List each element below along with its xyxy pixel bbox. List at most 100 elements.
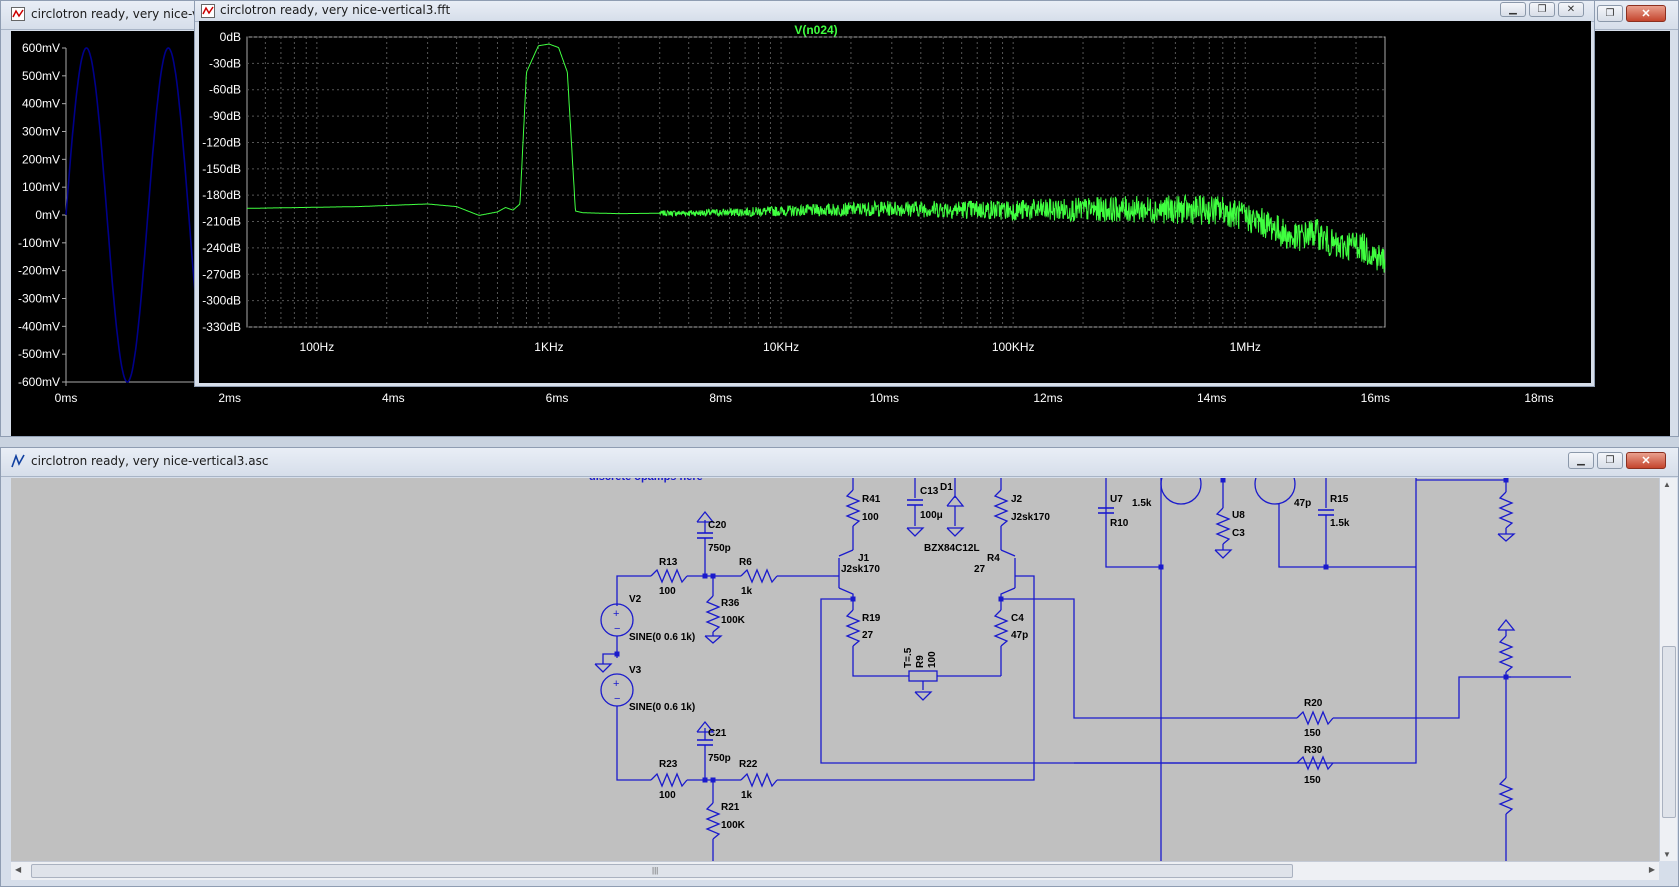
maximize-button[interactable]: ❐ (1597, 5, 1623, 22)
wire (1278, 504, 1416, 568)
close-button[interactable]: ✕ (1626, 5, 1666, 22)
fft-trace (247, 43, 1386, 273)
fft-plot-title: circlotron ready, very nice-vertical3.ff… (220, 3, 451, 17)
horizontal-scrollbar[interactable]: ||| ◀ ▶ (11, 861, 1659, 880)
component-label: U8 (1232, 510, 1245, 521)
maximize-button[interactable]: ❐ (1529, 2, 1555, 17)
x-tick-label: 4ms (382, 391, 405, 405)
vcc-arrow-icon (696, 720, 715, 733)
wire (852, 646, 909, 677)
junction-dot (1158, 564, 1164, 570)
vcc-arrow-icon (696, 510, 715, 523)
x-tick-label: 1MHz (1230, 340, 1261, 354)
minimize-icon: ▁ (1509, 4, 1517, 15)
scroll-left-icon[interactable]: ◀ (15, 865, 22, 874)
component-label: R15 (1330, 494, 1349, 505)
vcc-arrow-icon (1497, 533, 1516, 542)
plus-sign: + (613, 608, 619, 620)
scroll-right-icon[interactable]: ▶ (1648, 865, 1655, 874)
y-tick-label: 0dB (220, 30, 241, 44)
minimize-button[interactable]: ▁ (1568, 452, 1594, 469)
component-label: R23 (659, 759, 678, 770)
fft-plot-window-controls: ▁ ❐ ✕ (1500, 2, 1584, 17)
component-label: J1 (858, 553, 870, 564)
wire (777, 575, 1035, 781)
y-tick-label: -150dB (202, 162, 241, 176)
resistor-r15 (1296, 710, 1334, 726)
mosfet-icon (1254, 478, 1296, 505)
minimize-icon: ▁ (1577, 455, 1585, 466)
y-tick-label: -600mV (18, 375, 60, 389)
y-tick-label: 400mV (22, 97, 60, 111)
x-tick-label: 8ms (709, 391, 732, 405)
component-label: R21 (721, 802, 740, 813)
component-label: V2 (629, 594, 642, 605)
scroll-up-icon[interactable]: ▲ (1663, 480, 1671, 489)
schematic-canvas[interactable]: discrete opamps hereR13100R61kC20750pR36… (11, 478, 1659, 861)
component-label: R13 (659, 557, 678, 568)
component-label: 100K (721, 820, 746, 831)
component-label: R4 (987, 553, 1000, 564)
close-button[interactable]: ✕ (1626, 452, 1666, 469)
plus-sign: + (613, 678, 619, 690)
component-label: C13 (920, 486, 939, 497)
component-label: R41 (862, 494, 881, 505)
u1-param: 100 (927, 651, 938, 668)
component-label: J2sk170 (841, 564, 880, 575)
maximize-button[interactable]: ❐ (1597, 452, 1623, 469)
fft-plot-window[interactable]: circlotron ready, very nice-vertical3.ff… (194, 0, 1595, 387)
vertical-scroll-thumb[interactable] (1662, 646, 1676, 818)
fft-plot-titlebar[interactable]: circlotron ready, very nice-vertical3.ff… (195, 1, 1594, 22)
schematic-titlebar[interactable]: circlotron ready, very nice-vertical3.as… (1, 448, 1678, 477)
x-tick-label: 6ms (546, 391, 569, 405)
minus-sign: − (614, 623, 620, 635)
component-label: R10 (1110, 518, 1129, 529)
component-label: 1.5k (1132, 498, 1152, 509)
y-tick-label: 500mV (22, 69, 60, 83)
minimize-button[interactable]: ▁ (1500, 2, 1526, 17)
junction-dot (1220, 478, 1226, 483)
y-tick-label: 100mV (22, 180, 60, 194)
wire (602, 653, 617, 664)
y-tick-label: -300dB (202, 294, 241, 308)
y-tick-label: 600mV (22, 41, 60, 55)
component-label: 47p (1294, 498, 1311, 509)
plot-frame (246, 36, 1386, 328)
wire (616, 706, 651, 781)
u1-param: R9 (915, 655, 926, 668)
component-label: R20 (1304, 698, 1323, 709)
restore-icon: ❐ (1605, 8, 1615, 19)
component-label: 100 (862, 512, 879, 523)
component-label: 27 (862, 630, 874, 641)
resistor-r20 (1498, 635, 1514, 673)
x-tick-label: 100KHz (992, 340, 1035, 354)
horizontal-scroll-thumb[interactable]: ||| (31, 864, 1293, 878)
ground-icon (1214, 549, 1233, 559)
scroll-down-icon[interactable]: ▼ (1663, 850, 1671, 859)
jfet-j1 (838, 549, 854, 557)
ground-icon (946, 527, 965, 537)
vertical-scrollbar[interactable]: ▲ ▼ (1659, 478, 1677, 861)
restore-icon: ❐ (1537, 4, 1547, 15)
component-label: C21 (708, 728, 727, 739)
component-label: J2sk170 (1011, 512, 1050, 523)
restore-icon: ❐ (1605, 455, 1615, 466)
ground-icon (594, 663, 613, 673)
schematic-window[interactable]: circlotron ready, very nice-vertical3.as… (0, 447, 1679, 887)
x-tick-label: 1KHz (534, 340, 563, 354)
close-button[interactable]: ✕ (1558, 2, 1584, 17)
mosfet-icon (1160, 478, 1202, 505)
component-label: R19 (862, 613, 881, 624)
resistor-r30 (1498, 777, 1514, 815)
y-tick-label: -400mV (18, 319, 60, 333)
y-tick-label: -330dB (202, 320, 241, 334)
component-label: 150 (1304, 775, 1321, 786)
fft-series-label: V(n024) (794, 23, 837, 37)
wire (616, 575, 651, 606)
component-label: U7 (1110, 494, 1123, 505)
x-tick-label: 16ms (1361, 391, 1390, 405)
component-label: 750p (708, 753, 731, 764)
fft-plot-area[interactable]: 0dB-30dB-60dB-90dB-120dB-150dB-180dB-210… (199, 21, 1591, 383)
fft-plot-svg: 0dB-30dB-60dB-90dB-120dB-150dB-180dB-210… (202, 23, 1386, 354)
schematic-svg: discrete opamps hereR13100R61kC20750pR36… (589, 478, 1571, 861)
